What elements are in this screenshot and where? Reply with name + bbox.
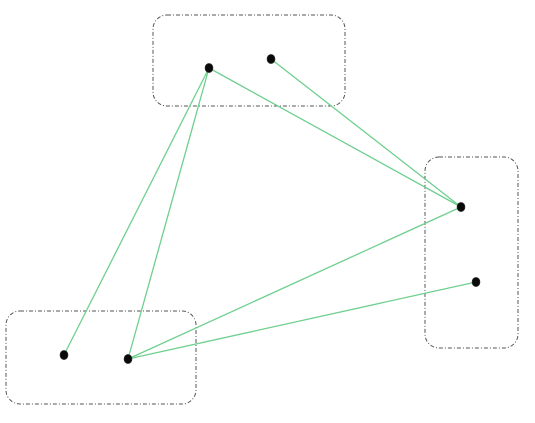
edge-right-a-to-bottom-b (127, 206, 462, 360)
node-right-b (471, 277, 481, 287)
edge-right-b-to-bottom-b (127, 281, 477, 360)
node-top-a (204, 63, 214, 73)
group-right-box (424, 156, 519, 349)
edge-top-a-to-bottom-a (63, 67, 210, 356)
groups-layer (5, 14, 519, 405)
edge-top-a-to-bottom-b (127, 67, 210, 360)
node-top-b (266, 54, 276, 64)
edge-top-b-to-right-a (270, 58, 462, 208)
edge-top-a-to-right-a (208, 67, 462, 208)
edges-layer (63, 58, 477, 360)
node-bottom-a (59, 350, 69, 360)
group-bottom-left-box (5, 310, 197, 405)
node-right-a (456, 202, 466, 212)
group-top-box (152, 14, 346, 107)
node-bottom-b (123, 354, 133, 364)
nodes-layer (59, 54, 481, 364)
